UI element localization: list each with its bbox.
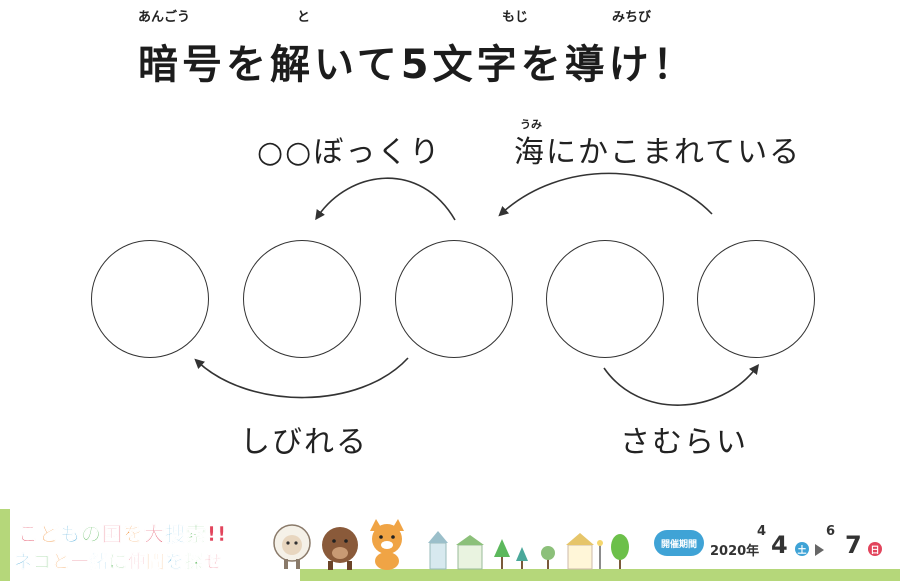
- tree-icon-1: [494, 539, 510, 569]
- arrow-top-left: [315, 177, 456, 221]
- start-day: 4: [771, 531, 788, 559]
- clue-top-left: ○○ぼっくり: [257, 135, 442, 170]
- house-icon-1: [428, 531, 448, 570]
- clue-bottom-right: さむらい: [620, 425, 748, 460]
- title-ruby-michibi: みちび: [612, 10, 652, 25]
- tree-icon-3: [541, 546, 555, 569]
- arrow-right-icon: [815, 544, 824, 556]
- answer-circle-2[interactable]: [243, 240, 361, 358]
- answer-circle-3[interactable]: [395, 240, 513, 358]
- start-dow-badge: 土: [795, 542, 809, 556]
- clue-bottom-left: しびれる: [240, 425, 368, 460]
- tree-icon-2: [516, 547, 528, 569]
- boar-icon: [322, 527, 358, 570]
- clue-top-right: 海にかこまれている: [514, 135, 802, 170]
- title-ruby-angou: あんごう: [138, 10, 191, 25]
- arrow-bottom-right: [603, 364, 760, 406]
- lamp-icon: [597, 540, 603, 569]
- tree-icon-4: [611, 534, 629, 569]
- house-icon-2: [456, 535, 484, 570]
- footer-green-bar: [300, 569, 900, 581]
- clue-arrows: [194, 172, 760, 406]
- answer-circle-5[interactable]: [697, 240, 815, 358]
- year-text: 2020年: [710, 544, 760, 559]
- arrow-top-right: [498, 172, 713, 217]
- arrow-bottom-left: [194, 357, 409, 399]
- answer-circle-4[interactable]: [546, 240, 664, 358]
- start-month: 4: [757, 524, 767, 539]
- end-month: 6: [826, 524, 836, 539]
- title-ruby-moji: もじ: [502, 10, 529, 25]
- footer-left-tab: [0, 509, 10, 581]
- page-title: 暗号を解いて5文字を導け！: [138, 42, 697, 88]
- sheep-icon: [273, 524, 311, 569]
- footer-banner: [0, 505, 900, 581]
- answer-circle-1[interactable]: [91, 240, 209, 358]
- footer-illustrations: [273, 519, 629, 570]
- title-ruby-to: と: [297, 10, 311, 25]
- cat-icon: [370, 519, 404, 570]
- end-day: 7: [845, 531, 862, 559]
- clue-ruby-umi: うみ: [520, 118, 542, 131]
- banner-title-line2: ネコと一緒に仲間を探せ: [14, 552, 223, 574]
- end-dow-badge: 日: [868, 542, 882, 556]
- banner-title-line1: こどもの国を大捜索!!: [18, 522, 228, 547]
- period-badge: 開催期間: [654, 530, 704, 556]
- house-icon-3: [566, 533, 594, 570]
